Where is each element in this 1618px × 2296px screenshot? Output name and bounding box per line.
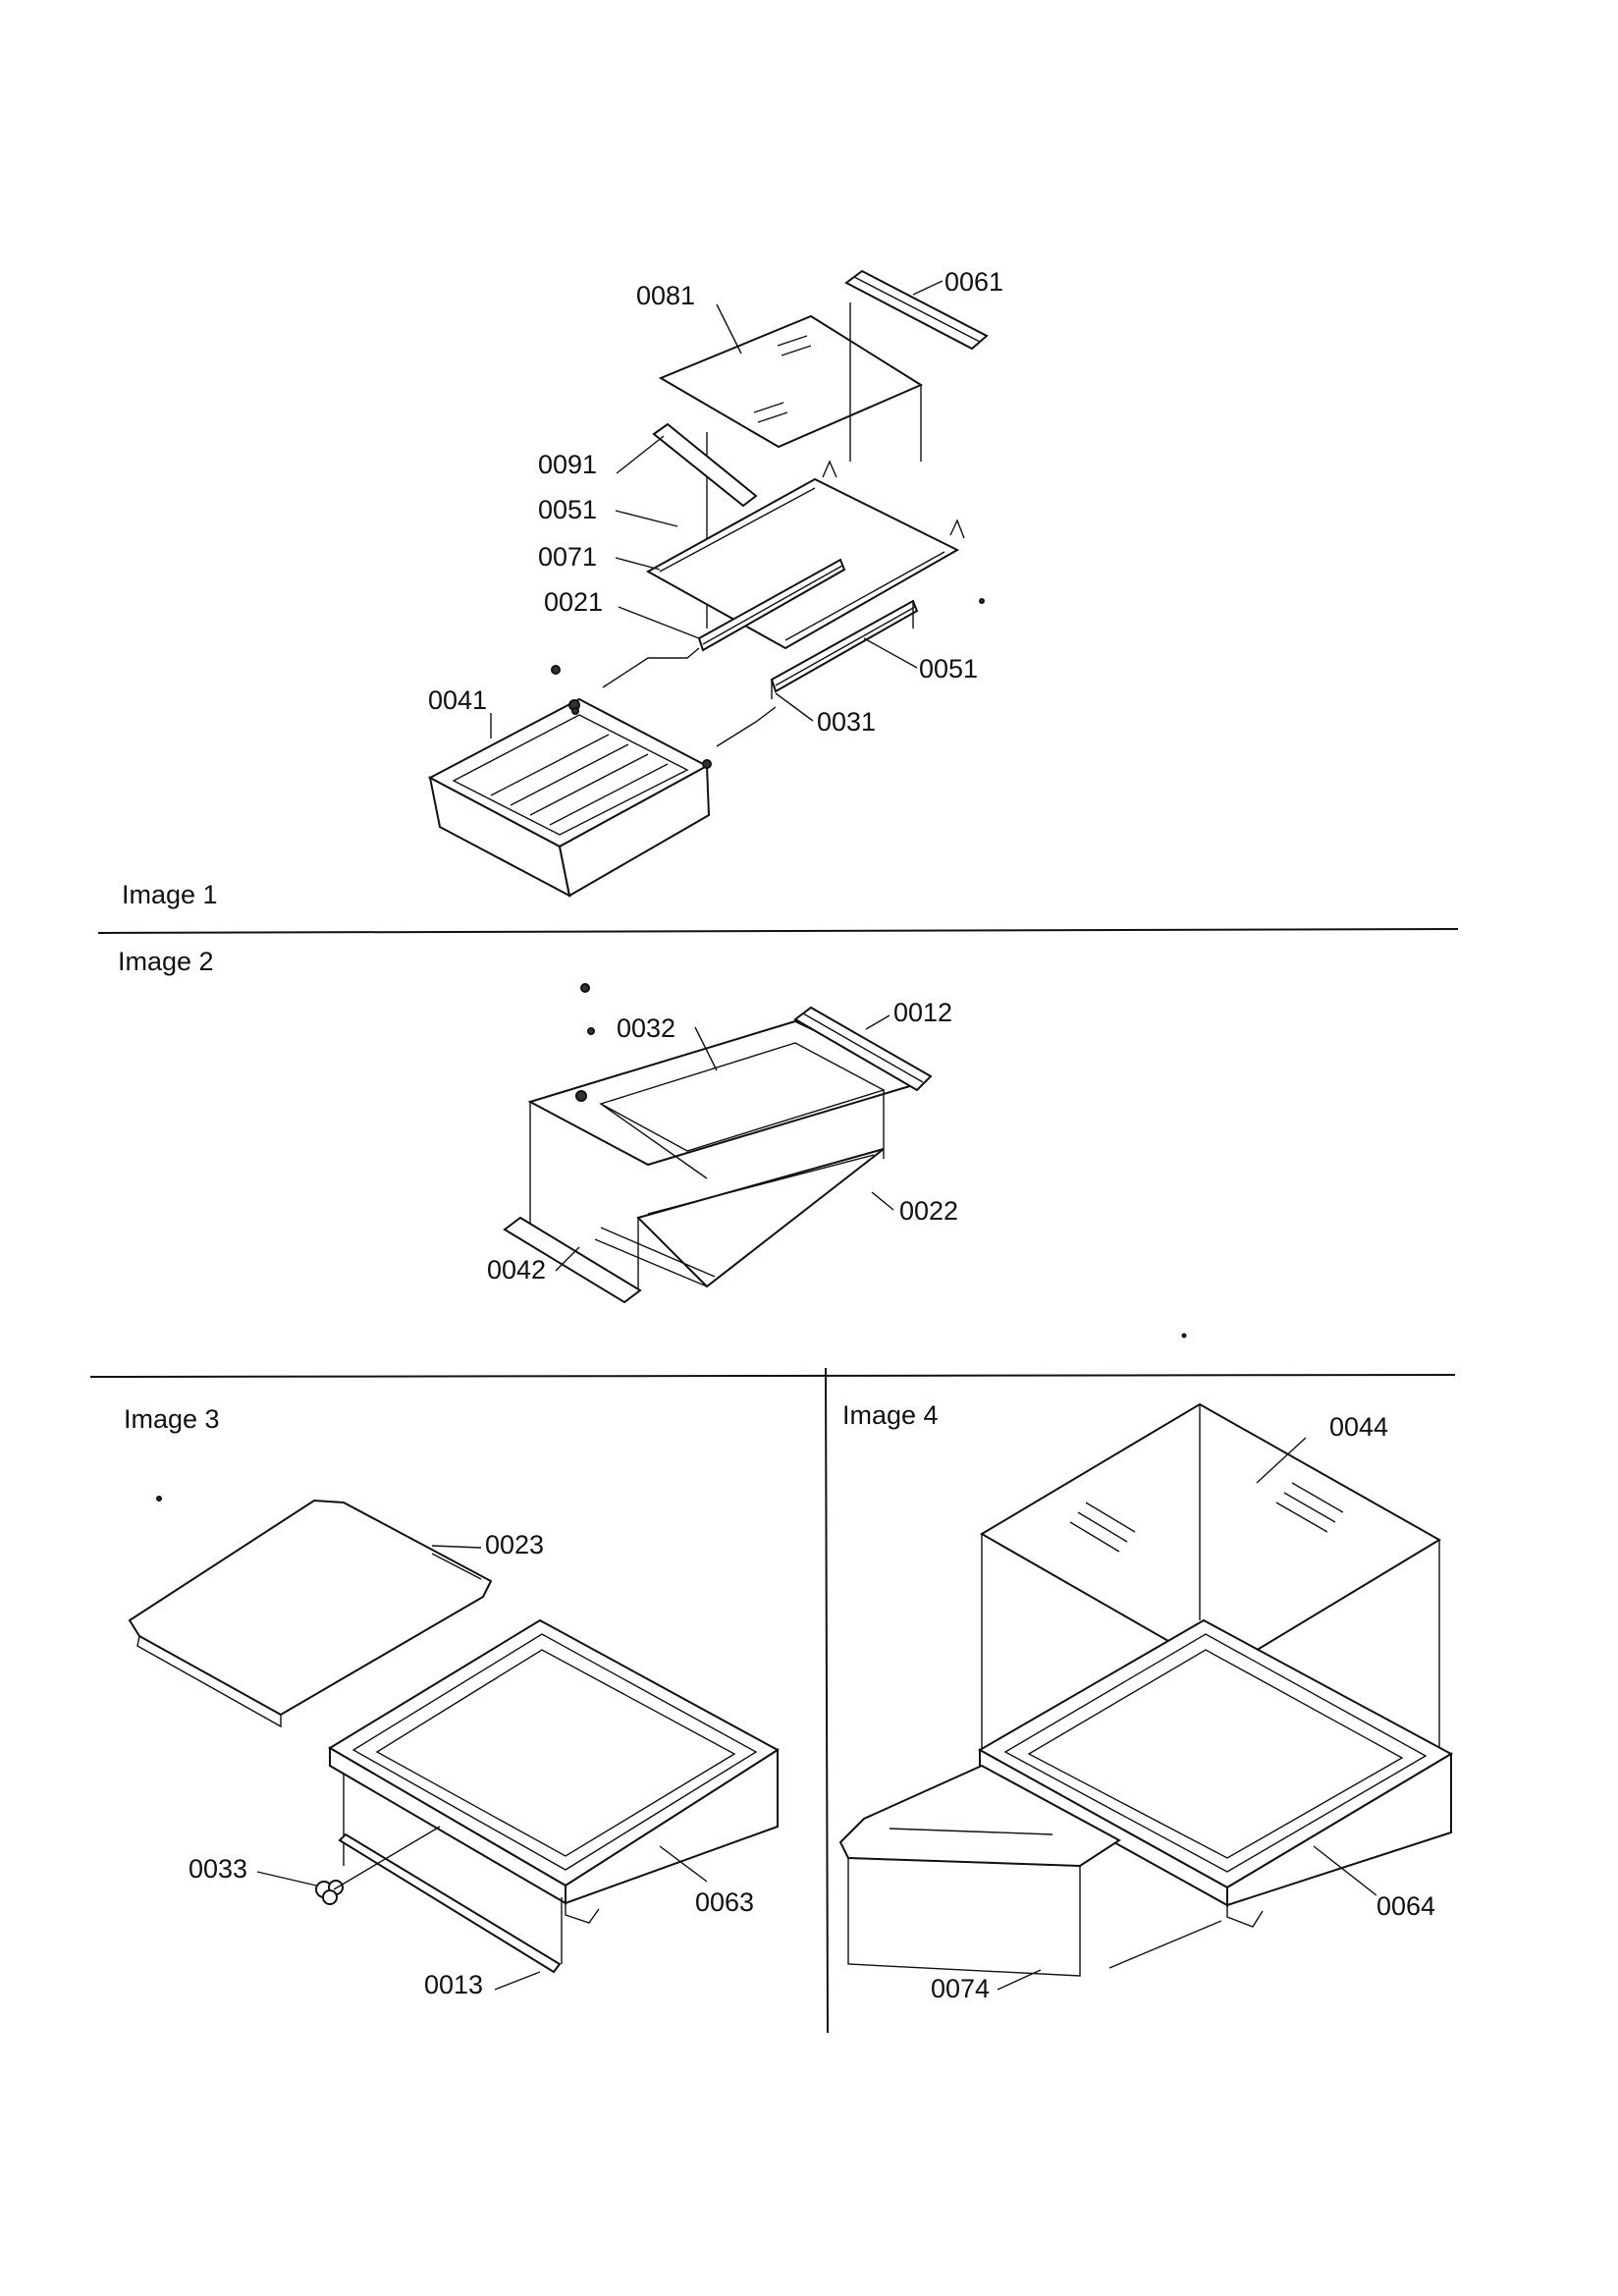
image-1-section: 0081 0061 0091 0051 0071 0021 0051 0041 … bbox=[122, 267, 1003, 909]
divider-3 bbox=[825, 1367, 829, 2034]
part-label-0061: 0061 bbox=[944, 267, 1003, 297]
part-label-0051-upper: 0051 bbox=[538, 495, 597, 524]
image-2-section: 0032 0012 0022 0042 Image 2 bbox=[118, 947, 958, 1304]
section-title-image-1: Image 1 bbox=[122, 880, 218, 909]
front-trim-0091 bbox=[652, 422, 758, 508]
part-label-0042: 0042 bbox=[487, 1255, 546, 1285]
section-title-image-2: Image 2 bbox=[118, 947, 214, 976]
part-label-0023: 0023 bbox=[485, 1530, 544, 1559]
crisper-drawer-0041 bbox=[427, 697, 712, 898]
part-label-0031: 0031 bbox=[817, 707, 876, 737]
front-trim-0042 bbox=[503, 1216, 642, 1304]
part-label-0091: 0091 bbox=[538, 450, 597, 479]
section-title-image-4: Image 4 bbox=[842, 1400, 939, 1430]
part-label-0012: 0012 bbox=[893, 998, 952, 1027]
clip-0033 bbox=[315, 1880, 344, 1905]
part-label-0033: 0033 bbox=[189, 1854, 247, 1884]
divider-1 bbox=[97, 928, 1459, 934]
part-label-0044: 0044 bbox=[1329, 1412, 1388, 1442]
part-label-0013: 0013 bbox=[424, 1970, 483, 1999]
part-label-0051-lower: 0051 bbox=[919, 654, 978, 683]
divider-2 bbox=[89, 1374, 1456, 1378]
shelf-frame-0051 bbox=[645, 477, 960, 650]
part-label-0041: 0041 bbox=[428, 685, 487, 715]
part-label-0074: 0074 bbox=[931, 1974, 990, 2003]
glass-shelf-0081 bbox=[658, 314, 924, 449]
part-label-0071: 0071 bbox=[538, 542, 597, 572]
section-title-image-3: Image 3 bbox=[124, 1404, 220, 1434]
part-label-0032: 0032 bbox=[617, 1013, 675, 1043]
part-label-0081: 0081 bbox=[636, 281, 695, 310]
front-trim-0013 bbox=[338, 1832, 562, 1974]
image-4-section: 0044 0064 0074 Image 4 bbox=[838, 1400, 1454, 2003]
glass-enclosure-0044 bbox=[980, 1402, 1441, 1886]
part-label-0063: 0063 bbox=[695, 1887, 754, 1917]
part-label-0064: 0064 bbox=[1376, 1891, 1435, 1921]
image-3-section: 0023 0033 0063 0013 Image 3 bbox=[124, 1404, 780, 1999]
part-label-0021: 0021 bbox=[544, 587, 603, 617]
part-label-0022: 0022 bbox=[899, 1196, 958, 1226]
